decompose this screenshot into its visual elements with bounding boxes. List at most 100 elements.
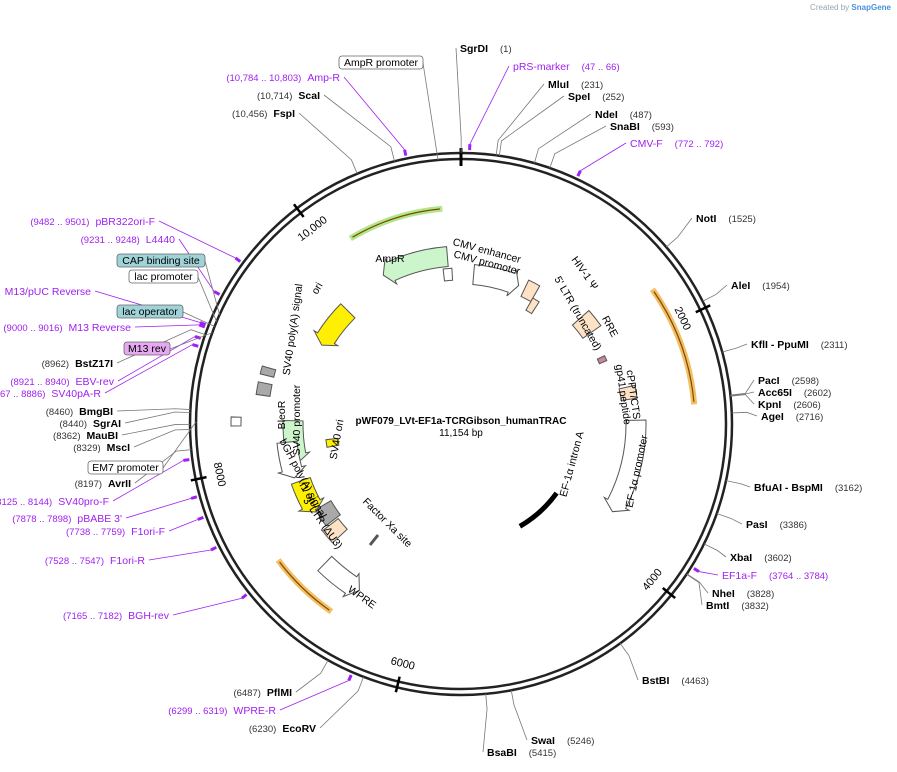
site-coord: (3386): [780, 520, 807, 531]
site-alei[interactable]: AleI(1954): [702, 280, 790, 302]
site-leader-line: [730, 394, 755, 405]
primer-f1ori-f[interactable]: F1ori-F(7738 .. 7759): [66, 515, 204, 538]
boxed-label-em7-promoter[interactable]: EM7 promoter: [87, 421, 197, 475]
primer-bgh-rev[interactable]: BGH-rev(7165 .. 7182): [63, 593, 248, 622]
site-bmti[interactable]: BmtI(3832): [686, 573, 769, 612]
site-maubi[interactable]: MauBI(8362): [53, 424, 191, 442]
feature-sv40-poly-a-signal-2-block[interactable]: [255, 381, 273, 397]
primer-cmv-f[interactable]: CMV-F(772 .. 792): [576, 138, 723, 177]
site-snabi[interactable]: SnaBI(593): [549, 121, 674, 169]
site-sgrdi[interactable]: SgrDI(1): [455, 43, 512, 154]
primer-ef1a-f[interactable]: EF1a-F(3764 .. 3784): [693, 567, 828, 582]
site-scai[interactable]: ScaI(10,714): [257, 90, 395, 162]
feature-cppt-cts-block[interactable]: [618, 384, 638, 402]
boxed-label-lac-promoter[interactable]: lac promoter: [128, 269, 217, 322]
feature-ampr-promoter-block[interactable]: [442, 267, 454, 282]
primer-coord: (47 .. 66): [582, 62, 620, 73]
orf-orange-arc-core: [653, 291, 695, 402]
site-leader-line: [116, 408, 191, 412]
feature-rre-block[interactable]: [571, 309, 602, 339]
feature-f1-ori-arc[interactable]: [290, 476, 325, 513]
site-noti[interactable]: NotI(1525): [665, 213, 756, 248]
primer-name: pBABE 3': [77, 513, 122, 525]
site-fspi[interactable]: FspI(10,456): [232, 108, 358, 174]
boxed-label-lac-operator[interactable]: lac operator: [116, 304, 215, 327]
primer-sv40pa-r[interactable]: SV40pA-R(8867 .. 8886): [0, 343, 199, 400]
primer-amp-r[interactable]: Amp-R(10,784 .. 10,803): [226, 72, 408, 156]
feature-ori-arc[interactable]: [312, 303, 356, 347]
primer-prs-marker[interactable]: pRS-marker (47 .. 66): [468, 61, 620, 151]
primer-coord: (10,784 .. 10,803): [226, 73, 301, 84]
site-coord: (8460): [46, 407, 73, 418]
boxed-label-m13-rev[interactable]: M13 rev: [123, 332, 213, 356]
primer-m13-reverse[interactable]: M13 Reverse(9000 .. 9016): [3, 322, 206, 334]
site-coord: (3832): [741, 601, 768, 612]
feature-bgh-poly-a-signal-block[interactable]: [314, 499, 342, 527]
feature-ef-1a-promoter-arc[interactable]: [602, 419, 647, 513]
site-coord: (593): [652, 122, 674, 133]
site-paci[interactable]: PacI(2598): [730, 375, 819, 396]
site-name: BfuAI - BspMI: [754, 482, 823, 494]
site-bfuai-bspmi[interactable]: BfuAI - BspMI(3162): [725, 480, 862, 494]
primer-mark: [213, 290, 221, 296]
site-name: BstZ17I: [75, 358, 113, 370]
primer-sv40pro-f[interactable]: SV40pro-F(8125 .. 8144): [0, 458, 190, 508]
feature-ef-1a-intron-a-arc[interactable]: [518, 491, 559, 529]
primer-mark: [197, 515, 204, 521]
site-coord: (2602): [804, 388, 831, 399]
site-acc65i[interactable]: Acc65I(2602): [730, 387, 832, 399]
feature-gp41-peptide-block[interactable]: [596, 355, 608, 365]
site-name: SpeI: [568, 91, 590, 103]
feature-label-sv40-promoter: SV40 promoter: [291, 384, 303, 455]
primer-name: pRS-marker: [513, 61, 570, 73]
boxed-label-ampr-promoter[interactable]: AmpR promoter: [338, 55, 439, 161]
site-bstbi[interactable]: BstBI(4463): [619, 643, 709, 687]
feature-em7-promoter-block[interactable]: [230, 416, 242, 427]
feature-ampr-arc[interactable]: [382, 246, 449, 286]
feature-sv40-ori-block[interactable]: [325, 437, 340, 448]
site-coord: (10,714): [257, 91, 292, 102]
site-agei[interactable]: AgeI(2716): [731, 411, 823, 423]
site-sgrai[interactable]: SgrAI(8440): [60, 411, 191, 430]
primer-f1ori-r[interactable]: F1ori-R(7528 .. 7547): [45, 545, 217, 567]
primer-leader-line: [125, 498, 192, 519]
site-name: EcoRV: [282, 723, 316, 735]
feature-hiv-1-psi-block[interactable]: [525, 297, 540, 315]
site-bstz17i[interactable]: BstZ17I(8962): [42, 329, 206, 370]
primer-leader-line: [158, 220, 236, 259]
boxed-label-cap-binding-site[interactable]: CAP binding site: [116, 253, 220, 315]
site-spei[interactable]: SpeI(252): [498, 91, 624, 156]
site-swai[interactable]: SwaI(5246): [510, 690, 594, 747]
primer-coord: (9231 .. 9248): [81, 235, 140, 246]
boxed-label-leader: [162, 421, 197, 469]
site-msci[interactable]: MscI(8329): [73, 429, 191, 454]
primer-pbabe-3[interactable]: pBABE 3' (7878 .. 7898): [12, 495, 198, 525]
feature-wpre-arc[interactable]: [317, 555, 360, 598]
site-kpni[interactable]: KpnI(2606): [730, 394, 821, 411]
site-ecorv[interactable]: EcoRV (6230): [249, 676, 364, 735]
feature-sv40-poly-a-signal-block[interactable]: [259, 365, 277, 378]
site-leader-line: [133, 429, 191, 448]
site-kfli-ppumi[interactable]: KflI - PpuMI(2311): [722, 339, 848, 353]
feature-factor-xa-site-mark[interactable]: [368, 534, 380, 546]
feature-label-hiv-1: HIV-1 Ψ: [569, 254, 601, 292]
site-bsabi[interactable]: BsaBI(5415): [482, 693, 556, 759]
site-bmgbi[interactable]: BmgBI(8460): [46, 406, 191, 418]
site-xbai[interactable]: XbaI(3602): [703, 543, 792, 564]
feature-cmv-enhancer-arc[interactable]: [472, 264, 520, 297]
primer-pbr322ori-f[interactable]: pBR322ori-F(9482 .. 9501): [30, 216, 242, 263]
site-coord: (6230): [249, 724, 276, 735]
primer-wpre-r[interactable]: WPRE-R(6299 .. 6319): [168, 674, 353, 717]
boxed-label-frame: [116, 253, 206, 268]
site-nhei[interactable]: NheI(3828): [686, 573, 774, 600]
site-mlui[interactable]: MluI(231): [495, 79, 603, 156]
feature-label-ef-1-intron-a: EF-1α intron A: [558, 430, 587, 498]
primer-name: WPRE-R: [233, 705, 276, 717]
feature-3-ltr-block[interactable]: [321, 517, 348, 544]
site-ndei[interactable]: NdeI(487): [534, 109, 652, 164]
site-pasi[interactable]: PasI(3386): [716, 513, 807, 531]
feature-sv40-promoter-arc[interactable]: [276, 440, 308, 479]
feature-5-ltr-truncated-block[interactable]: [520, 279, 541, 303]
primer-coord: (7878 .. 7898): [12, 514, 71, 525]
site-pflmi[interactable]: PflMI(6487): [233, 659, 329, 699]
